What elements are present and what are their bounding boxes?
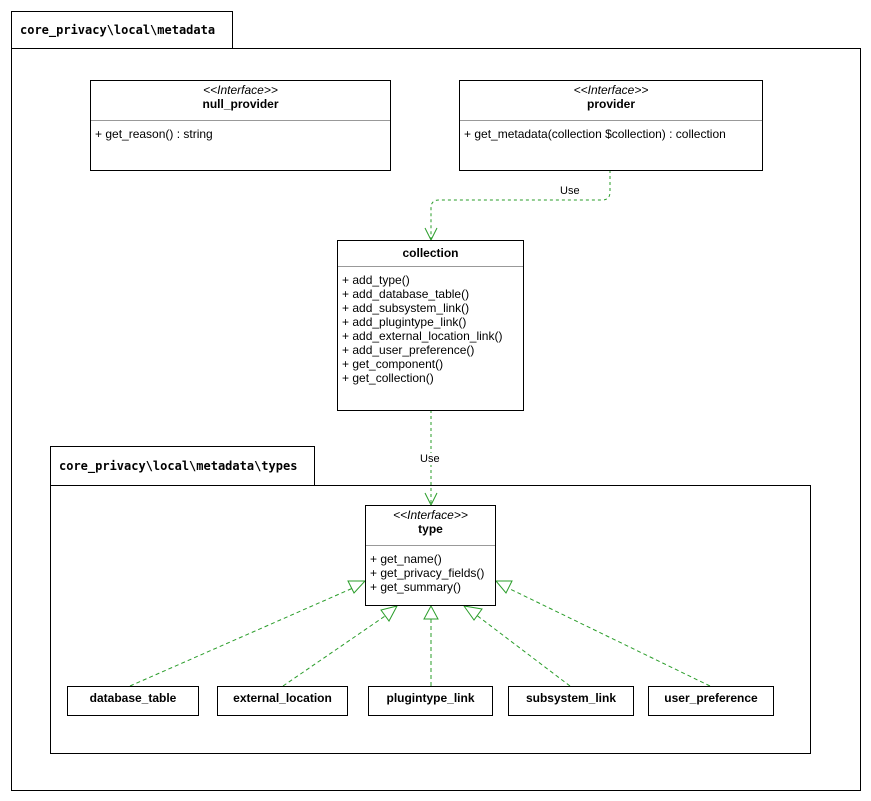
operation: + get_component() [342, 357, 444, 371]
realization-arrow-subsystem-link [462, 605, 483, 621]
operation: + add_database_table() [342, 287, 470, 301]
class-type-name: type [418, 522, 443, 536]
use-label-collection-type: Use [419, 453, 441, 465]
class-null-provider-header: <<Interface>> null_provider [91, 81, 390, 121]
operation: + add_user_preference() [342, 343, 475, 357]
operation: + add_external_location_link() [342, 329, 503, 343]
class-null-provider-stereotype: <<Interface>> [203, 83, 278, 97]
class-provider[interactable]: <<Interface>> provider + get_metadata(co… [459, 80, 763, 171]
realization-arrow-user-preference [494, 580, 513, 594]
outer-package-tab: core_privacy\local\metadata [11, 11, 233, 49]
class-database-table[interactable]: database_table [67, 686, 199, 716]
outer-package-name: core_privacy\local\metadata [20, 23, 216, 37]
inner-package-body [50, 485, 811, 754]
class-user-preference[interactable]: user_preference [648, 686, 774, 716]
class-provider-stereotype: <<Interface>> [573, 83, 649, 97]
operation: + get_privacy_fields() [370, 566, 485, 580]
class-user-preference-name: user_preference [664, 691, 758, 705]
operation: + get_collection() [342, 371, 434, 385]
class-type-stereotype: <<Interface>> [393, 508, 468, 522]
operation: + get_summary() [370, 580, 462, 594]
class-provider-header: <<Interface>> provider [460, 81, 762, 121]
realization-arrow-external-location [380, 605, 398, 622]
class-database-table-name: database_table [89, 691, 177, 705]
class-collection[interactable]: collection + add_type() + add_database_t… [337, 240, 524, 411]
class-type[interactable]: <<Interface>> type + get_name() + get_pr… [365, 505, 496, 606]
class-plugintype-link-name: plugintype_link [386, 691, 475, 705]
realization-edge-subsystem-link [474, 613, 571, 687]
class-null-provider-name: null_provider [202, 97, 279, 111]
class-subsystem-link[interactable]: subsystem_link [508, 686, 634, 716]
class-type-operations: + get_name() + get_privacy_fields() + ge… [366, 546, 495, 594]
realization-edge-external-location [282, 613, 389, 687]
use-edge-provider-collection [430, 170, 611, 240]
realization-edge-user-preference [507, 587, 711, 687]
realization-arrow-plugintype-link [423, 604, 439, 620]
class-null-provider[interactable]: <<Interface>> null_provider + get_reason… [90, 80, 391, 171]
operation: + get_name() [370, 552, 442, 566]
outer-package-body [11, 48, 861, 791]
class-collection-name: collection [402, 246, 459, 260]
realization-edge-database-table [129, 587, 354, 687]
class-collection-header: collection [338, 241, 523, 267]
class-external-location[interactable]: external_location [217, 686, 348, 716]
operation: + add_plugintype_link() [342, 315, 467, 329]
realization-arrow-database-table [347, 580, 367, 594]
class-provider-operations: + get_metadata(collection $collection) :… [460, 121, 762, 141]
operation: + add_subsystem_link() [342, 301, 470, 315]
class-subsystem-link-name: subsystem_link [525, 691, 617, 705]
operation: + get_reason() : string [95, 127, 213, 141]
class-provider-name: provider [586, 97, 635, 111]
class-type-header: <<Interface>> type [366, 506, 495, 546]
class-plugintype-link[interactable]: plugintype_link [368, 686, 493, 716]
class-collection-operations: + add_type() + add_database_table() + ad… [338, 267, 523, 385]
class-null-provider-operations: + get_reason() : string [91, 121, 390, 141]
inner-package-name: core_privacy\local\metadata\types [59, 459, 298, 473]
use-label-provider-collection: Use [559, 185, 581, 197]
operation: + add_type() [342, 273, 410, 287]
class-external-location-name: external_location [233, 691, 332, 705]
operation: + get_metadata(collection $collection) :… [464, 127, 726, 141]
